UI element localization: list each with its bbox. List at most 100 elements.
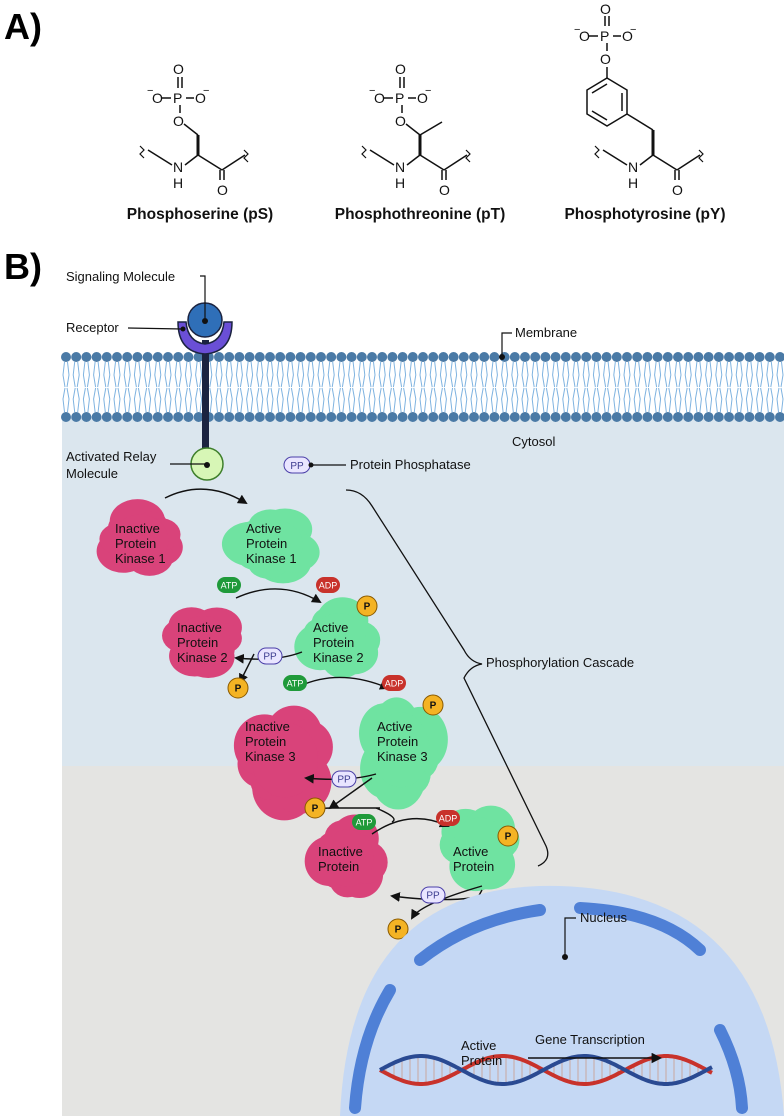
- lipid-tail: [286, 361, 294, 388]
- svg-text:O: O: [217, 182, 228, 198]
- adp-badge-2: ADP: [382, 675, 406, 691]
- svg-text:O: O: [579, 28, 590, 44]
- lipid-head: [367, 352, 377, 362]
- lipid-tail: [705, 387, 713, 413]
- lipid-head: [387, 352, 398, 362]
- lipid-head: [254, 352, 265, 362]
- lipid-head: [407, 412, 418, 422]
- svg-text:P: P: [600, 28, 609, 44]
- lipid-head: [214, 352, 224, 362]
- svg-text:N: N: [628, 159, 638, 175]
- lipid-tail: [103, 387, 111, 413]
- lipid-tail: [215, 361, 223, 388]
- lipid-tail: [113, 387, 121, 413]
- active-kinase-2-label-line-2: Protein: [313, 635, 354, 650]
- gene-transcription-label: Gene Transcription: [535, 1032, 645, 1047]
- lipid-tail: [725, 387, 733, 413]
- lipid-head: [275, 412, 286, 422]
- lipid-head: [142, 352, 153, 362]
- svg-text:−: −: [425, 85, 431, 97]
- lipid-tail: [684, 361, 692, 388]
- lipid-tail: [419, 361, 427, 388]
- lipid-tail: [429, 361, 437, 388]
- lipid-head: [356, 352, 367, 362]
- svg-text:P: P: [312, 804, 319, 815]
- svg-text:−: −: [369, 85, 375, 97]
- lipid-head: [61, 412, 71, 422]
- lipid-tail: [521, 361, 529, 388]
- lipid-tail: [368, 361, 376, 388]
- lipid-tail: [684, 387, 692, 413]
- lipid-head: [152, 412, 163, 422]
- lipid-head: [775, 412, 784, 422]
- lipid-tail: [215, 387, 223, 413]
- phosphatase-badge-3: PP: [420, 886, 446, 904]
- phosphate-active-kinase-3: P: [422, 694, 444, 716]
- lipid-head: [71, 352, 82, 362]
- lipid-tail: [388, 387, 396, 413]
- inactive-kinase-2: [162, 607, 242, 678]
- lipid-tail: [480, 387, 488, 413]
- lipid-head: [683, 352, 694, 362]
- lipid-head: [448, 352, 459, 362]
- phosphate-active-protein: P: [497, 825, 519, 847]
- lipid-tail: [82, 387, 90, 413]
- active-protein-label-line-2: Protein: [453, 859, 494, 874]
- lipid-head: [560, 412, 571, 422]
- lipid-tail: [184, 387, 192, 413]
- lipid-tail: [664, 387, 672, 413]
- lipid-tail: [184, 361, 192, 388]
- lipid-head: [142, 412, 153, 422]
- lipid-head: [489, 412, 500, 422]
- lipid-tail: [582, 361, 590, 388]
- lipid-tail: [317, 387, 325, 413]
- membrane-label: Membrane: [515, 325, 577, 340]
- dna-strand-blue: [379, 1054, 713, 1086]
- phosphoserine-label: Phosphoserine (pS): [126, 206, 274, 223]
- lipid-tail: [266, 387, 274, 413]
- svg-text:O: O: [622, 28, 633, 44]
- lipid-tail: [103, 361, 111, 388]
- lipid-head: [173, 412, 184, 422]
- lipid-head: [356, 412, 367, 422]
- lipid-tail: [348, 387, 356, 413]
- lipid-head: [132, 352, 143, 362]
- lipid-head: [673, 412, 683, 422]
- lipid-tail: [694, 361, 702, 388]
- svg-text:PP: PP: [426, 891, 440, 902]
- lipid-tail: [144, 361, 152, 388]
- lipid-head: [458, 352, 469, 362]
- atp-badge-2: ATP: [283, 675, 307, 691]
- active-kinase-2-label-line-1: Active: [313, 620, 348, 635]
- lipid-head: [703, 352, 714, 362]
- lipid-head: [642, 352, 653, 362]
- lipid-tail: [562, 387, 570, 413]
- svg-text:P: P: [395, 90, 404, 106]
- nuclear-active-protein-label-line-1: Active: [461, 1038, 496, 1053]
- lipid-tail: [399, 387, 407, 413]
- lipid-tail: [62, 361, 70, 388]
- lipid-tail: [470, 387, 478, 413]
- lipid-head: [662, 352, 673, 362]
- lipid-head: [550, 412, 561, 422]
- lipid-head: [744, 412, 755, 422]
- lipid-head: [581, 352, 592, 362]
- active-protein-label-line-1: Active: [453, 844, 488, 859]
- phosphotyrosine-structure: O P O O − − O N H O: [574, 1, 704, 198]
- lipid-tail: [674, 361, 682, 388]
- lipid-tail: [552, 387, 560, 413]
- lipid-head: [397, 352, 408, 362]
- lipid-tail: [276, 387, 284, 413]
- atp-badge-1: ATP: [217, 577, 241, 593]
- lipid-head: [611, 412, 622, 422]
- lipid-tail: [582, 387, 590, 413]
- inactive-kinase-2-label-line-2: Protein: [177, 635, 218, 650]
- lipid-head: [530, 412, 541, 422]
- lipid-head: [407, 352, 418, 362]
- svg-text:O: O: [195, 90, 206, 106]
- lipid-tail: [654, 361, 662, 388]
- lipid-head: [509, 412, 520, 422]
- svg-text:P: P: [235, 684, 242, 695]
- lipid-head: [316, 352, 326, 362]
